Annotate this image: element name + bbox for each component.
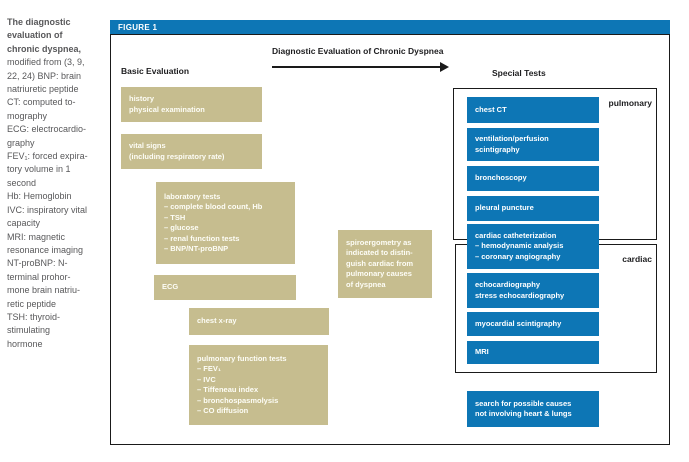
box-bronchoscopy: bronchoscopy (467, 166, 599, 191)
box-pulmonary-function-tests: pulmonary function tests – FEV₁ – IVC – … (189, 345, 328, 425)
figure-1-panel: FIGURE 1 Diagnostic Evaluation of Chroni… (110, 20, 670, 445)
flow-arrow-line (272, 66, 442, 68)
box-chest-ct: chest CT (467, 97, 599, 123)
box-myocardial-scintigraphy: myocardial scintigraphy (467, 312, 599, 336)
pulmonary-group-label: pulmonary (608, 98, 652, 108)
figure-caption: The diagnostic evaluation of chronic dys… (7, 16, 108, 351)
figure-number: FIGURE 1 (118, 22, 158, 32)
box-mri: MRI (467, 341, 599, 364)
caption-body: modified from (3, 9, 22, 24) BNP: brain … (7, 57, 88, 349)
box-ventilation-perfusion-scintigraphy: ventilation/perfusion scintigraphy (467, 128, 599, 161)
special-tests-label: Special Tests (492, 68, 546, 78)
flow-arrow-head (440, 62, 449, 72)
basic-evaluation-label: Basic Evaluation (121, 66, 190, 76)
box-chest-xray: chest x-ray (189, 308, 329, 335)
box-history-physical-exam: history physical examination (121, 87, 262, 122)
box-laboratory-tests: laboratory tests – complete blood count,… (156, 182, 295, 264)
box-search-other-causes: search for possible causes not involving… (467, 391, 599, 427)
figure-title: Diagnostic Evaluation of Chronic Dyspnea (272, 46, 444, 56)
caption-lead: The diagnostic evaluation of chronic dys… (7, 17, 82, 54)
box-ecg: ECG (154, 275, 296, 300)
box-cardiac-catheterization: cardiac catheterization – hemodynamic an… (467, 224, 599, 269)
box-echocardiography: echocardiography stress echocardiography (467, 273, 599, 308)
box-pleural-puncture: pleural puncture (467, 196, 599, 221)
box-vital-signs: vital signs (including respiratory rate) (121, 134, 262, 169)
figure-header-bar: FIGURE 1 (110, 20, 670, 34)
box-spiroergometry: spiroergometry as indicated to distin- g… (338, 230, 432, 298)
cardiac-group-label: cardiac (622, 254, 652, 264)
